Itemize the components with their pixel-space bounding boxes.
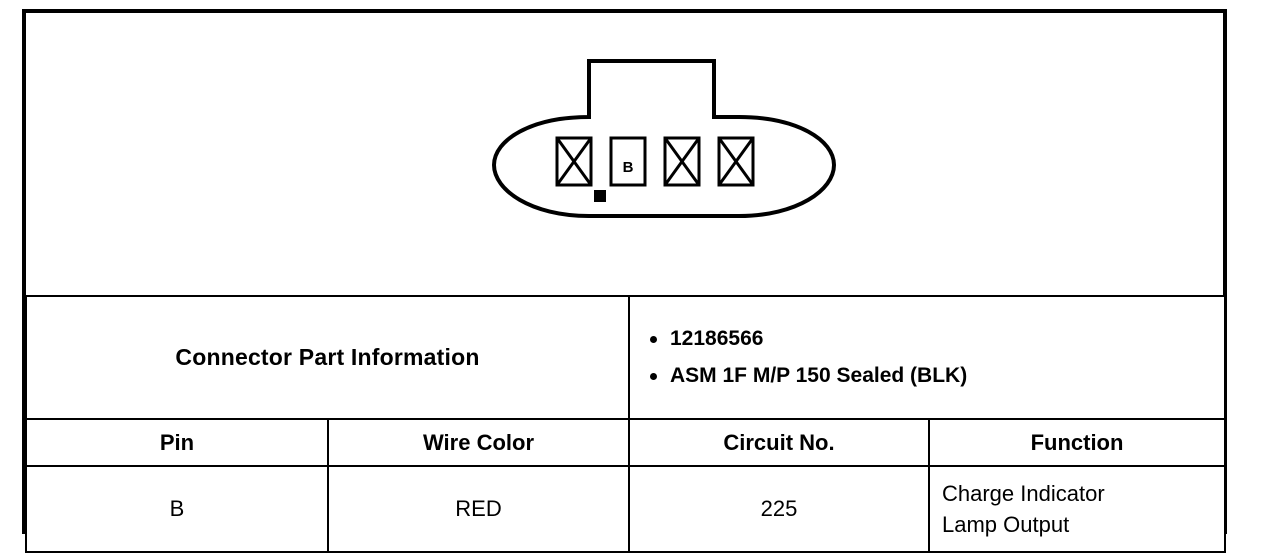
cell-pin: B bbox=[25, 465, 329, 553]
cell-function-line-2: Lamp Output bbox=[942, 512, 1070, 537]
cell-function-line-1: Charge Indicator bbox=[942, 480, 1105, 506]
column-header-wire-color: Wire Color bbox=[327, 418, 630, 467]
cell-function: Charge Indicator Lamp Output bbox=[927, 465, 1227, 553]
column-header-circuit-no: Circuit No. bbox=[628, 418, 930, 467]
cavity-4 bbox=[717, 136, 755, 187]
cavity-1 bbox=[555, 136, 593, 187]
keyway-marker-icon bbox=[594, 190, 606, 202]
connector-part-list: 12186566 ASM 1F M/P 150 Sealed (BLK) bbox=[644, 321, 1224, 393]
column-header-function: Function bbox=[927, 418, 1227, 467]
connector-part-item: ASM 1F M/P 150 Sealed (BLK) bbox=[644, 358, 1224, 394]
table-row: B RED 225 Charge Indicator Lamp Output bbox=[25, 465, 1227, 553]
connector-part-description: ASM 1F M/P 150 Sealed (BLK) bbox=[670, 363, 968, 387]
connector-part-information-row: Connector Part Information 12186566 ASM … bbox=[25, 295, 1227, 420]
table-header-row: Pin Wire Color Circuit No. Function bbox=[25, 418, 1227, 467]
column-header-pin: Pin bbox=[25, 418, 329, 467]
cavity-2-label: B bbox=[623, 159, 634, 176]
connector-end-view-icon: B bbox=[491, 59, 837, 218]
cavity-3 bbox=[663, 136, 701, 187]
connector-info-table: Connector Part Information 12186566 ASM … bbox=[25, 295, 1227, 553]
cell-circuit-no: 225 bbox=[628, 465, 930, 553]
cavity-2-pin-b: B bbox=[609, 136, 647, 187]
connector-part-information-values-cell: 12186566 ASM 1F M/P 150 Sealed (BLK) bbox=[627, 295, 1227, 420]
cell-wire-color: RED bbox=[327, 465, 630, 553]
connector-part-number: 12186566 bbox=[670, 327, 764, 351]
connector-part-information-label: Connector Part Information bbox=[175, 344, 480, 370]
connector-part-information-label-cell: Connector Part Information bbox=[25, 295, 630, 420]
bullet-icon bbox=[650, 336, 657, 344]
bullet-icon bbox=[650, 372, 657, 380]
document-frame: B bbox=[22, 9, 1227, 553]
connector-diagram-area: B bbox=[26, 13, 1227, 295]
connector-part-item: 12186566 bbox=[644, 321, 1224, 357]
